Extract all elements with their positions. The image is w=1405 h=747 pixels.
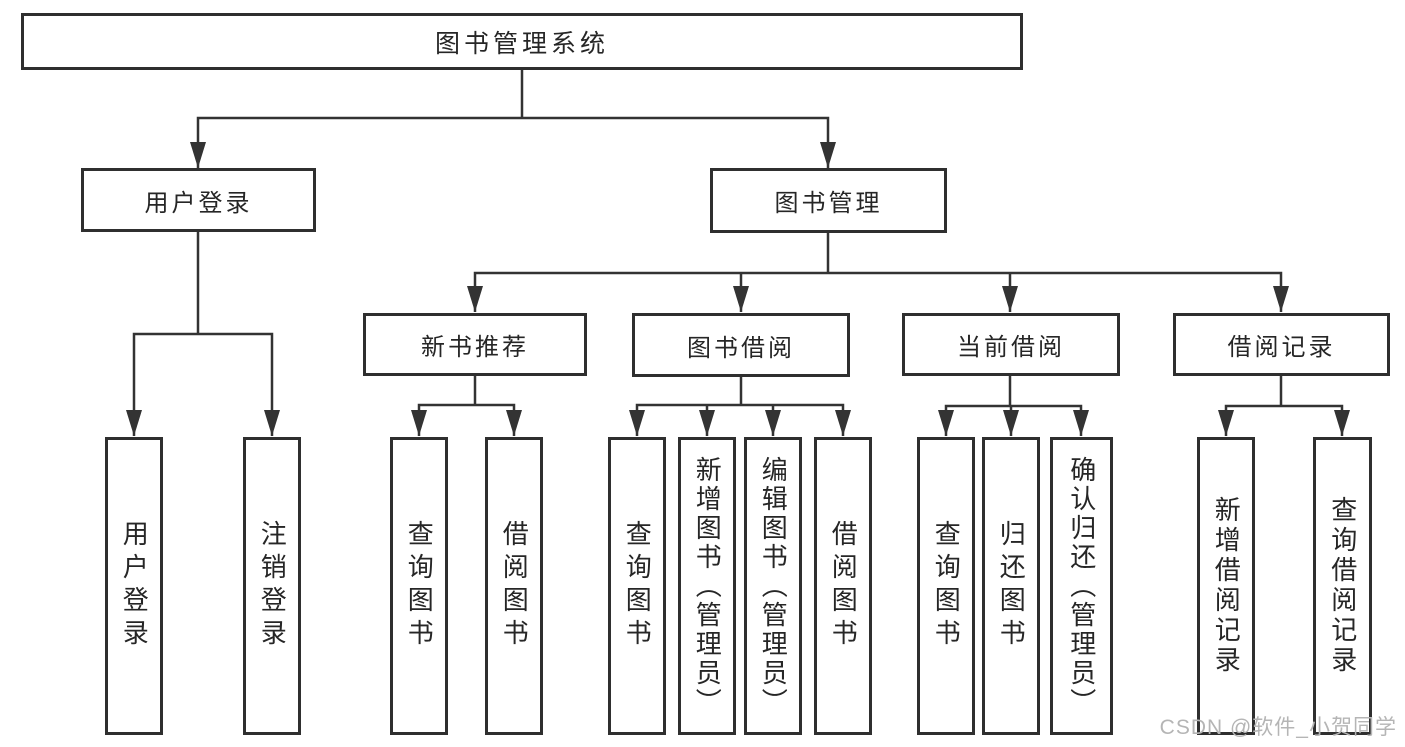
leaf-cb-query-books-label: 查询图书	[931, 520, 962, 652]
leaf-bb-edit-books-admin: 编辑图书（管理员）	[744, 437, 802, 735]
leaf-br-add-record: 新增借阅记录	[1197, 437, 1255, 735]
node-root-label: 图书管理系统	[434, 29, 609, 58]
leaf-nbr-query-books-label: 查询图书	[404, 520, 435, 652]
node-book-management: 图书管理	[710, 168, 947, 233]
watermark: CSDN @软件_小贺同学	[1159, 716, 1397, 739]
node-root: 图书管理系统	[21, 13, 1023, 70]
node-user-login: 用户登录	[81, 168, 316, 232]
node-borrowing-records: 借阅记录	[1173, 313, 1390, 376]
node-new-book-recommend-label: 新书推荐	[421, 334, 529, 361]
node-book-borrowing: 图书借阅	[632, 313, 850, 377]
leaf-nbr-query-books: 查询图书	[390, 437, 448, 735]
leaf-nbr-borrow-books-label: 借阅图书	[499, 520, 530, 652]
node-current-borrowing-label: 当前借阅	[957, 334, 1065, 361]
leaf-br-query-record-label: 查询借阅记录	[1327, 496, 1358, 676]
leaf-logout-label: 注销登录	[257, 520, 288, 652]
node-new-book-recommend: 新书推荐	[363, 313, 587, 376]
leaf-bb-add-books-admin-label: 新增图书（管理员）	[692, 455, 723, 717]
leaf-nbr-borrow-books: 借阅图书	[485, 437, 543, 735]
leaf-cb-confirm-return-admin: 确认归还（管理员）	[1050, 437, 1113, 735]
leaf-user-login-label: 用户登录	[119, 520, 150, 652]
leaf-br-query-record: 查询借阅记录	[1313, 437, 1372, 735]
leaf-bb-query-books: 查询图书	[608, 437, 666, 735]
node-user-login-label: 用户登录	[144, 189, 253, 217]
leaf-bb-query-books-label: 查询图书	[622, 520, 653, 652]
node-current-borrowing: 当前借阅	[902, 313, 1120, 376]
leaf-cb-confirm-return-admin-label: 确认归还（管理员）	[1066, 455, 1097, 717]
leaf-cb-query-books: 查询图书	[917, 437, 975, 735]
leaf-user-login: 用户登录	[105, 437, 163, 735]
leaf-bb-borrow-books: 借阅图书	[814, 437, 872, 735]
leaf-bb-add-books-admin: 新增图书（管理员）	[678, 437, 736, 735]
leaf-cb-return-books-label: 归还图书	[996, 520, 1027, 652]
leaf-bb-edit-books-admin-label: 编辑图书（管理员）	[758, 455, 789, 717]
node-book-borrowing-label: 图书借阅	[687, 334, 795, 362]
node-book-management-label: 图书管理	[774, 190, 883, 217]
leaf-br-add-record-label: 新增借阅记录	[1211, 496, 1242, 676]
leaf-logout: 注销登录	[243, 437, 301, 735]
leaf-bb-borrow-books-label: 借阅图书	[828, 520, 859, 652]
arrowheads	[126, 142, 1350, 436]
leaf-cb-return-books: 归还图书	[982, 437, 1040, 735]
node-borrowing-records-label: 借阅记录	[1227, 334, 1336, 361]
